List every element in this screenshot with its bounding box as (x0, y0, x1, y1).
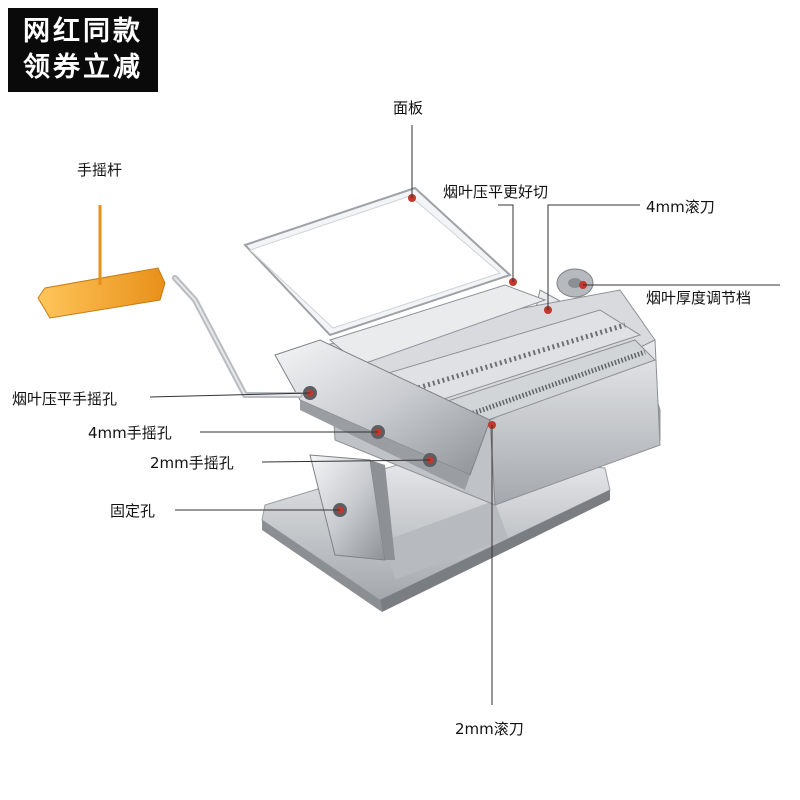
label-thickness-dial: 烟叶厚度调节档 (646, 289, 752, 307)
label-hole-2mm: 2mm手摇孔 (150, 454, 234, 472)
promo-line-1: 网红同款 (23, 16, 143, 47)
label-flatten-hole: 烟叶压平手摇孔 (12, 390, 118, 408)
panel-tray (243, 186, 512, 337)
callout-lines (98, 125, 780, 705)
label-crank-handle: 手摇杆 (77, 161, 123, 179)
label-fixing-hole: 固定孔 (110, 502, 156, 520)
promo-line-2: 领券立减 (23, 52, 143, 83)
label-blade-2mm: 2mm滚刀 (455, 720, 524, 738)
clamp-leg (309, 454, 395, 561)
crank-handle (37, 267, 303, 398)
label-panel: 面板 (393, 99, 424, 117)
label-flatten-text: 烟叶压平更好切 (443, 183, 549, 201)
label-hole-4mm: 4mm手摇孔 (88, 424, 172, 442)
promo-badge: 网红同款 领券立减 (8, 8, 158, 92)
label-blade-4mm: 4mm滚刀 (646, 198, 715, 216)
